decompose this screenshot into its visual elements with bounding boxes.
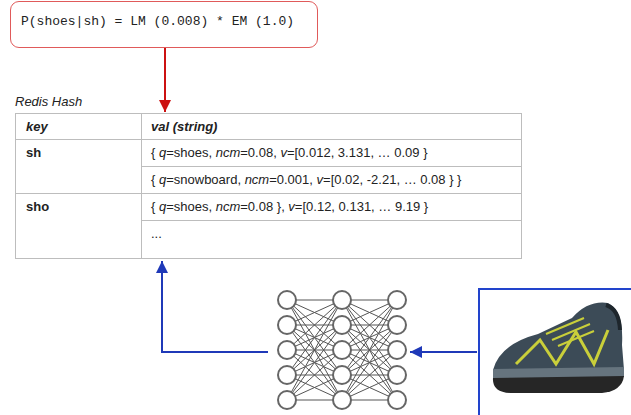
table-grid-line [141, 166, 521, 167]
table-grid-line [141, 114, 142, 258]
table-header-cell: key [16, 114, 141, 139]
neuron [278, 316, 296, 334]
table-cell-text: { q=shoes, ncm=0.08 }, v=[0.12, 0.131, …… [151, 199, 428, 214]
neuron [388, 366, 406, 384]
network-neurons [278, 291, 406, 409]
neuron [278, 391, 296, 409]
neuron [333, 341, 351, 359]
table-cell: sh [16, 139, 141, 166]
neuron [388, 341, 406, 359]
neuron [278, 291, 296, 309]
table-cell: { q=shoes, ncm=0.08, v=[0.012, 3.131, … … [141, 139, 523, 166]
table-cell: { q=snowboard, ncm=0.001, v=[0.02, -2.21… [141, 166, 523, 193]
shoe-sole [493, 376, 624, 393]
table-cell: { q=shoes, ncm=0.08 }, v=[0.12, 0.131, …… [141, 193, 523, 220]
neuron [333, 366, 351, 384]
image-frame [479, 289, 631, 415]
table-cell: ... [141, 220, 523, 247]
neuron [333, 291, 351, 309]
table-grid-line [16, 139, 521, 140]
shoe-collar [606, 305, 620, 330]
formula-text: P(shoes|sh) = LM (0.008) * EM (1.0) [21, 13, 294, 30]
table-cell-text: { q=snowboard, ncm=0.001, v=[0.02, -2.21… [151, 172, 461, 187]
table-cell-text: { q=shoes, ncm=0.08, v=[0.012, 3.131, … … [151, 145, 428, 160]
table-header-cell: val (string) [141, 114, 523, 139]
neuron [388, 391, 406, 409]
neuron [333, 391, 351, 409]
neuron [278, 341, 296, 359]
shoe-upper [493, 303, 624, 370]
table-cell-text: ... [151, 226, 162, 241]
neuron [388, 316, 406, 334]
image-arrow [410, 351, 477, 353]
neuron [388, 291, 406, 309]
table-cell-text: sh [26, 145, 41, 160]
flow-arrow [164, 48, 166, 112]
table-cell-text: val (string) [151, 119, 217, 134]
formula-box: P(shoes|sh) = LM (0.008) * EM (1.0) [10, 1, 318, 48]
redis-hash-table: Redis Hashkeyval (string)sh{ q=shoes, nc… [15, 113, 522, 259]
table-heading: Redis Hash [15, 94, 82, 109]
neuron [333, 316, 351, 334]
table-cell-text: sho [26, 199, 49, 214]
shoe-laces [546, 318, 594, 346]
embedding-arrow [162, 261, 268, 352]
table-cell-text: key [26, 119, 48, 134]
network-connections [287, 300, 397, 400]
table-grid-line [141, 220, 521, 221]
table-grid-line [16, 193, 521, 194]
table-cell: sho [16, 193, 141, 220]
neuron [278, 366, 296, 384]
